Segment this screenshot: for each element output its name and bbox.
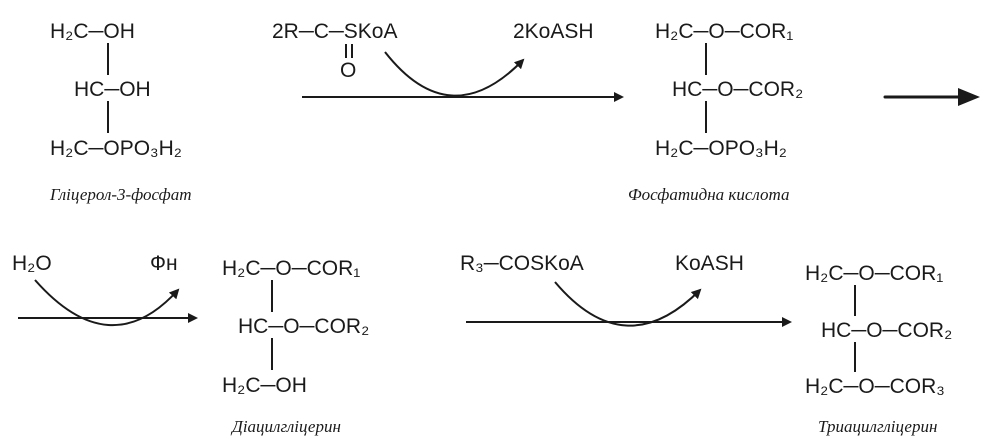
- tag-row3: H₂C─O─COR₃: [805, 375, 945, 398]
- g3p-row3: H₂C─OPO₃H₂: [50, 137, 182, 160]
- pa-caption: Фосфатидна кислота: [628, 185, 790, 204]
- diacylglycerol: H₂C─O─COR₁ HC─O─COR₂ H₂C─OH Діацилгліцер…: [222, 257, 369, 436]
- pa-row3: H₂C─OPO₃H₂: [655, 137, 787, 160]
- step3-reagent: R₃─COSKoA: [460, 252, 584, 275]
- step3-release: KoASH: [675, 252, 744, 275]
- dag-row3: H₂C─OH: [222, 374, 307, 397]
- g3p-caption: Гліцерол-3-фосфат: [49, 185, 192, 204]
- step1-release: 2KoASH: [513, 20, 594, 43]
- phosphatidic-acid: H₂C─O─COR₁ HC─O─COR₂ H₂C─OPO₃H₂ Фосфатид…: [628, 20, 803, 204]
- tag-row2: HC─O─COR₂: [821, 319, 952, 342]
- dag-row1: H₂C─O─COR₁: [222, 257, 360, 280]
- step1-carbonyl-oxygen: O: [340, 59, 356, 82]
- step1-curved-arrow: [384, 51, 525, 97]
- step1-arrow-group: 2R─C─SKoA O 2KoASH: [272, 20, 624, 102]
- step2-release: Фн: [150, 252, 178, 275]
- continuation-arrow-head: [958, 88, 980, 106]
- tag-row1: H₂C─O─COR₁: [805, 262, 943, 285]
- pa-row2: HC─O─COR₂: [672, 78, 803, 101]
- step2-curved-arrow: [34, 279, 180, 326]
- step1-reagent: 2R─C─SKoA: [272, 20, 397, 43]
- g3p-row2: HC─OH: [74, 78, 151, 101]
- glycerol-3-phosphate: H₂C─OH HC─OH H₂C─OPO₃H₂ Гліцерол-3-фосфа…: [49, 20, 192, 204]
- dag-caption: Діацилгліцерин: [230, 417, 341, 436]
- pa-row1: H₂C─O─COR₁: [655, 20, 793, 43]
- tag-caption: Триацилгліцерин: [818, 417, 937, 436]
- g3p-row1: H₂C─OH: [50, 20, 135, 43]
- dag-row2: HC─O─COR₂: [238, 315, 369, 338]
- step2-arrow-group: H₂O Фн: [12, 252, 198, 326]
- continuation-arrow: [883, 88, 980, 106]
- step3-arrow-group: R₃─COSKoA KoASH: [460, 252, 792, 327]
- step2-reagent: H₂O: [12, 252, 52, 275]
- triacylglycerol: H₂C─O─COR₁ HC─O─COR₂ H₂C─O─COR₃ Триацилг…: [805, 262, 952, 436]
- step3-curved-arrow: [554, 281, 702, 327]
